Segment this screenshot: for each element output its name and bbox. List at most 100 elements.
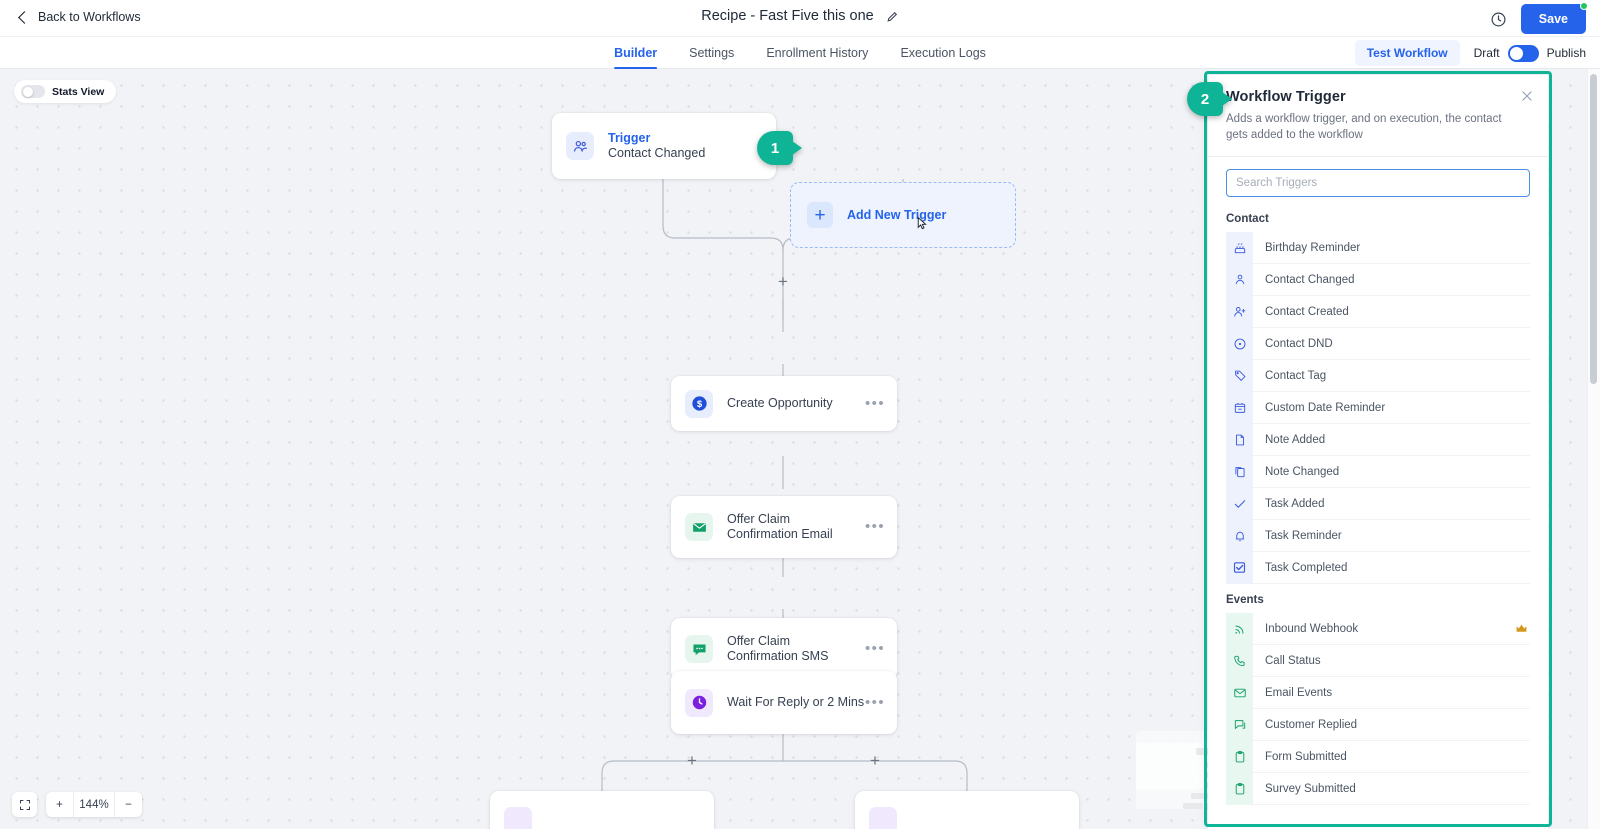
trigger-item-customer-replied[interactable]: Customer Replied <box>1226 708 1530 741</box>
add-step-icon-1[interactable]: + <box>778 272 788 291</box>
node-trigger-label: Trigger Contact Changed <box>608 131 776 161</box>
add-new-trigger-label: Add New Trigger <box>847 208 947 222</box>
tab-bar-actions: Test Workflow Draft Publish <box>1354 37 1586 69</box>
zoom-controls: + 144% − <box>12 792 142 817</box>
tab-settings-label: Settings <box>689 46 735 60</box>
callout-pin-2-number: 2 <box>1187 82 1223 116</box>
mouse-cursor-icon <box>913 214 931 234</box>
trigger-item-label: Email Events <box>1265 686 1333 699</box>
group-title-contact: Contact <box>1226 213 1269 225</box>
pencil-icon[interactable] <box>886 10 899 23</box>
node-wait-for-reply[interactable]: Wait For Reply or 2 Mins ••• <box>671 671 897 734</box>
svg-text:$: $ <box>696 399 702 410</box>
tab-execution-logs[interactable]: Execution Logs <box>900 37 985 69</box>
user-plus-icon <box>1226 295 1253 328</box>
trigger-item-label: Contact DND <box>1265 337 1333 350</box>
back-to-workflows-link[interactable]: Back to Workflows <box>18 10 141 24</box>
node-create-opportunity[interactable]: $ Create Opportunity ••• <box>671 376 897 431</box>
stats-view-toggle[interactable]: Stats View <box>14 80 117 103</box>
panel-search-wrap <box>1208 157 1548 203</box>
page-title: Recipe - Fast Five this one <box>701 8 874 24</box>
stats-view-switch[interactable] <box>21 85 45 98</box>
zoom-in-button[interactable]: + <box>56 798 63 811</box>
page-title-group: Recipe - Fast Five this one <box>0 8 1600 24</box>
node-menu-icon-create-opportunity[interactable]: ••• <box>865 394 885 412</box>
trigger-list[interactable]: Contact Birthday Reminder Contact Change… <box>1208 203 1548 829</box>
trigger-item-contact-tag[interactable]: Contact Tag <box>1226 359 1530 392</box>
trigger-item-contact-created[interactable]: Contact Created <box>1226 295 1530 328</box>
trigger-item-task-added[interactable]: Task Added <box>1226 487 1530 520</box>
node-offer-claim-email-title: Offer Claim Confirmation Email <box>727 512 833 541</box>
node-trigger-title: Trigger <box>608 131 651 145</box>
node-offer-claim-email[interactable]: Offer Claim Confirmation Email ••• <box>671 496 897 558</box>
trigger-item-birthday-reminder[interactable]: Birthday Reminder <box>1226 231 1530 264</box>
bell-icon <box>1226 519 1253 552</box>
trigger-item-survey-submitted[interactable]: Survey Submitted <box>1226 772 1530 805</box>
node-menu-icon-offer-claim-sms[interactable]: ••• <box>865 640 885 657</box>
save-button[interactable]: Save <box>1520 2 1588 34</box>
trigger-item-label: Contact Tag <box>1265 369 1327 382</box>
note-icon <box>1226 423 1253 456</box>
trigger-item-label: Inbound Webhook <box>1265 622 1359 635</box>
trigger-item-label: Contact Changed <box>1265 273 1355 286</box>
node-trigger[interactable]: Trigger Contact Changed <box>552 113 776 179</box>
publish-toggle[interactable] <box>1507 44 1539 62</box>
page-scrollbar-thumb[interactable] <box>1590 74 1597 384</box>
add-step-icon-5[interactable]: + <box>687 751 697 770</box>
trigger-item-custom-date-reminder[interactable]: Custom Date Reminder <box>1226 391 1530 424</box>
trigger-item-label: Custom Date Reminder <box>1265 401 1386 414</box>
trigger-item-inbound-webhook[interactable]: Inbound Webhook <box>1226 612 1530 645</box>
add-step-icon-6[interactable]: + <box>870 751 880 770</box>
plus-icon: + <box>807 202 833 228</box>
panel-header: Workflow Trigger Adds a workflow trigger… <box>1208 75 1548 157</box>
add-new-trigger-button[interactable]: + Add New Trigger <box>790 182 1016 248</box>
zoom-level-group: + 144% − <box>46 792 142 817</box>
trigger-item-label: Contact Created <box>1265 305 1349 318</box>
branch-right-icon <box>869 807 897 829</box>
branch-left-icon <box>504 807 532 829</box>
trigger-item-contact-changed[interactable]: Contact Changed <box>1226 263 1530 296</box>
node-menu-icon-offer-claim-email[interactable]: ••• <box>865 518 885 535</box>
clock-icon <box>685 688 713 717</box>
zoom-out-button[interactable]: − <box>125 798 132 811</box>
node-branch-left[interactable] <box>490 791 714 829</box>
note-copy-icon <box>1226 455 1253 488</box>
search-input[interactable] <box>1226 169 1530 197</box>
workflow-trigger-panel: Workflow Trigger Adds a workflow trigger… <box>1208 75 1548 829</box>
tab-builder-label: Builder <box>614 46 658 60</box>
back-to-workflows-label: Back to Workflows <box>38 10 141 24</box>
stats-view-switch-knob <box>22 86 33 97</box>
trigger-item-label: Form Submitted <box>1265 750 1347 763</box>
node-offer-claim-sms-title: Offer Claim Confirmation SMS <box>727 634 829 663</box>
calendar-icon <box>1226 391 1253 424</box>
draft-label: Draft <box>1473 46 1500 60</box>
tab-enrollment-history[interactable]: Enrollment History <box>766 37 868 69</box>
phone-icon <box>1226 644 1253 677</box>
close-icon[interactable] <box>1520 89 1534 103</box>
tab-builder[interactable]: Builder <box>614 37 658 69</box>
publish-toggle-knob <box>1509 46 1523 60</box>
tab-settings[interactable]: Settings <box>689 37 734 69</box>
fit-to-screen-icon[interactable] <box>12 792 37 817</box>
trigger-item-call-status[interactable]: Call Status <box>1226 644 1530 677</box>
trigger-item-label: Call Status <box>1265 654 1321 667</box>
trigger-item-contact-dnd[interactable]: Contact DND <box>1226 327 1530 360</box>
unsaved-changes-dot <box>1580 2 1588 10</box>
trigger-item-note-added[interactable]: Note Added <box>1226 423 1530 456</box>
trigger-item-label: Task Reminder <box>1265 529 1342 542</box>
trigger-item-note-changed[interactable]: Note Changed <box>1226 455 1530 488</box>
trigger-item-task-reminder[interactable]: Task Reminder <box>1226 519 1530 552</box>
zoom-level-value: 144% <box>73 792 115 817</box>
history-clock-icon[interactable] <box>1490 11 1507 28</box>
panel-subtitle: Adds a workflow trigger, and on executio… <box>1226 113 1502 141</box>
node-menu-icon-wait-for-reply[interactable]: ••• <box>865 693 885 711</box>
test-workflow-button[interactable]: Test Workflow <box>1354 40 1460 66</box>
trigger-item-task-completed[interactable]: Task Completed <box>1226 551 1530 584</box>
contacts-icon <box>1226 263 1253 296</box>
trigger-item-email-events[interactable]: Email Events <box>1226 676 1530 709</box>
tab-bar: Builder Settings Enrollment History Exec… <box>0 37 1600 69</box>
node-branch-right[interactable] <box>855 791 1079 829</box>
trigger-item-form-submitted[interactable]: Form Submitted <box>1226 740 1530 773</box>
node-offer-claim-sms[interactable]: Offer Claim Confirmation SMS ••• <box>671 618 897 680</box>
stats-view-label: Stats View <box>52 85 105 98</box>
